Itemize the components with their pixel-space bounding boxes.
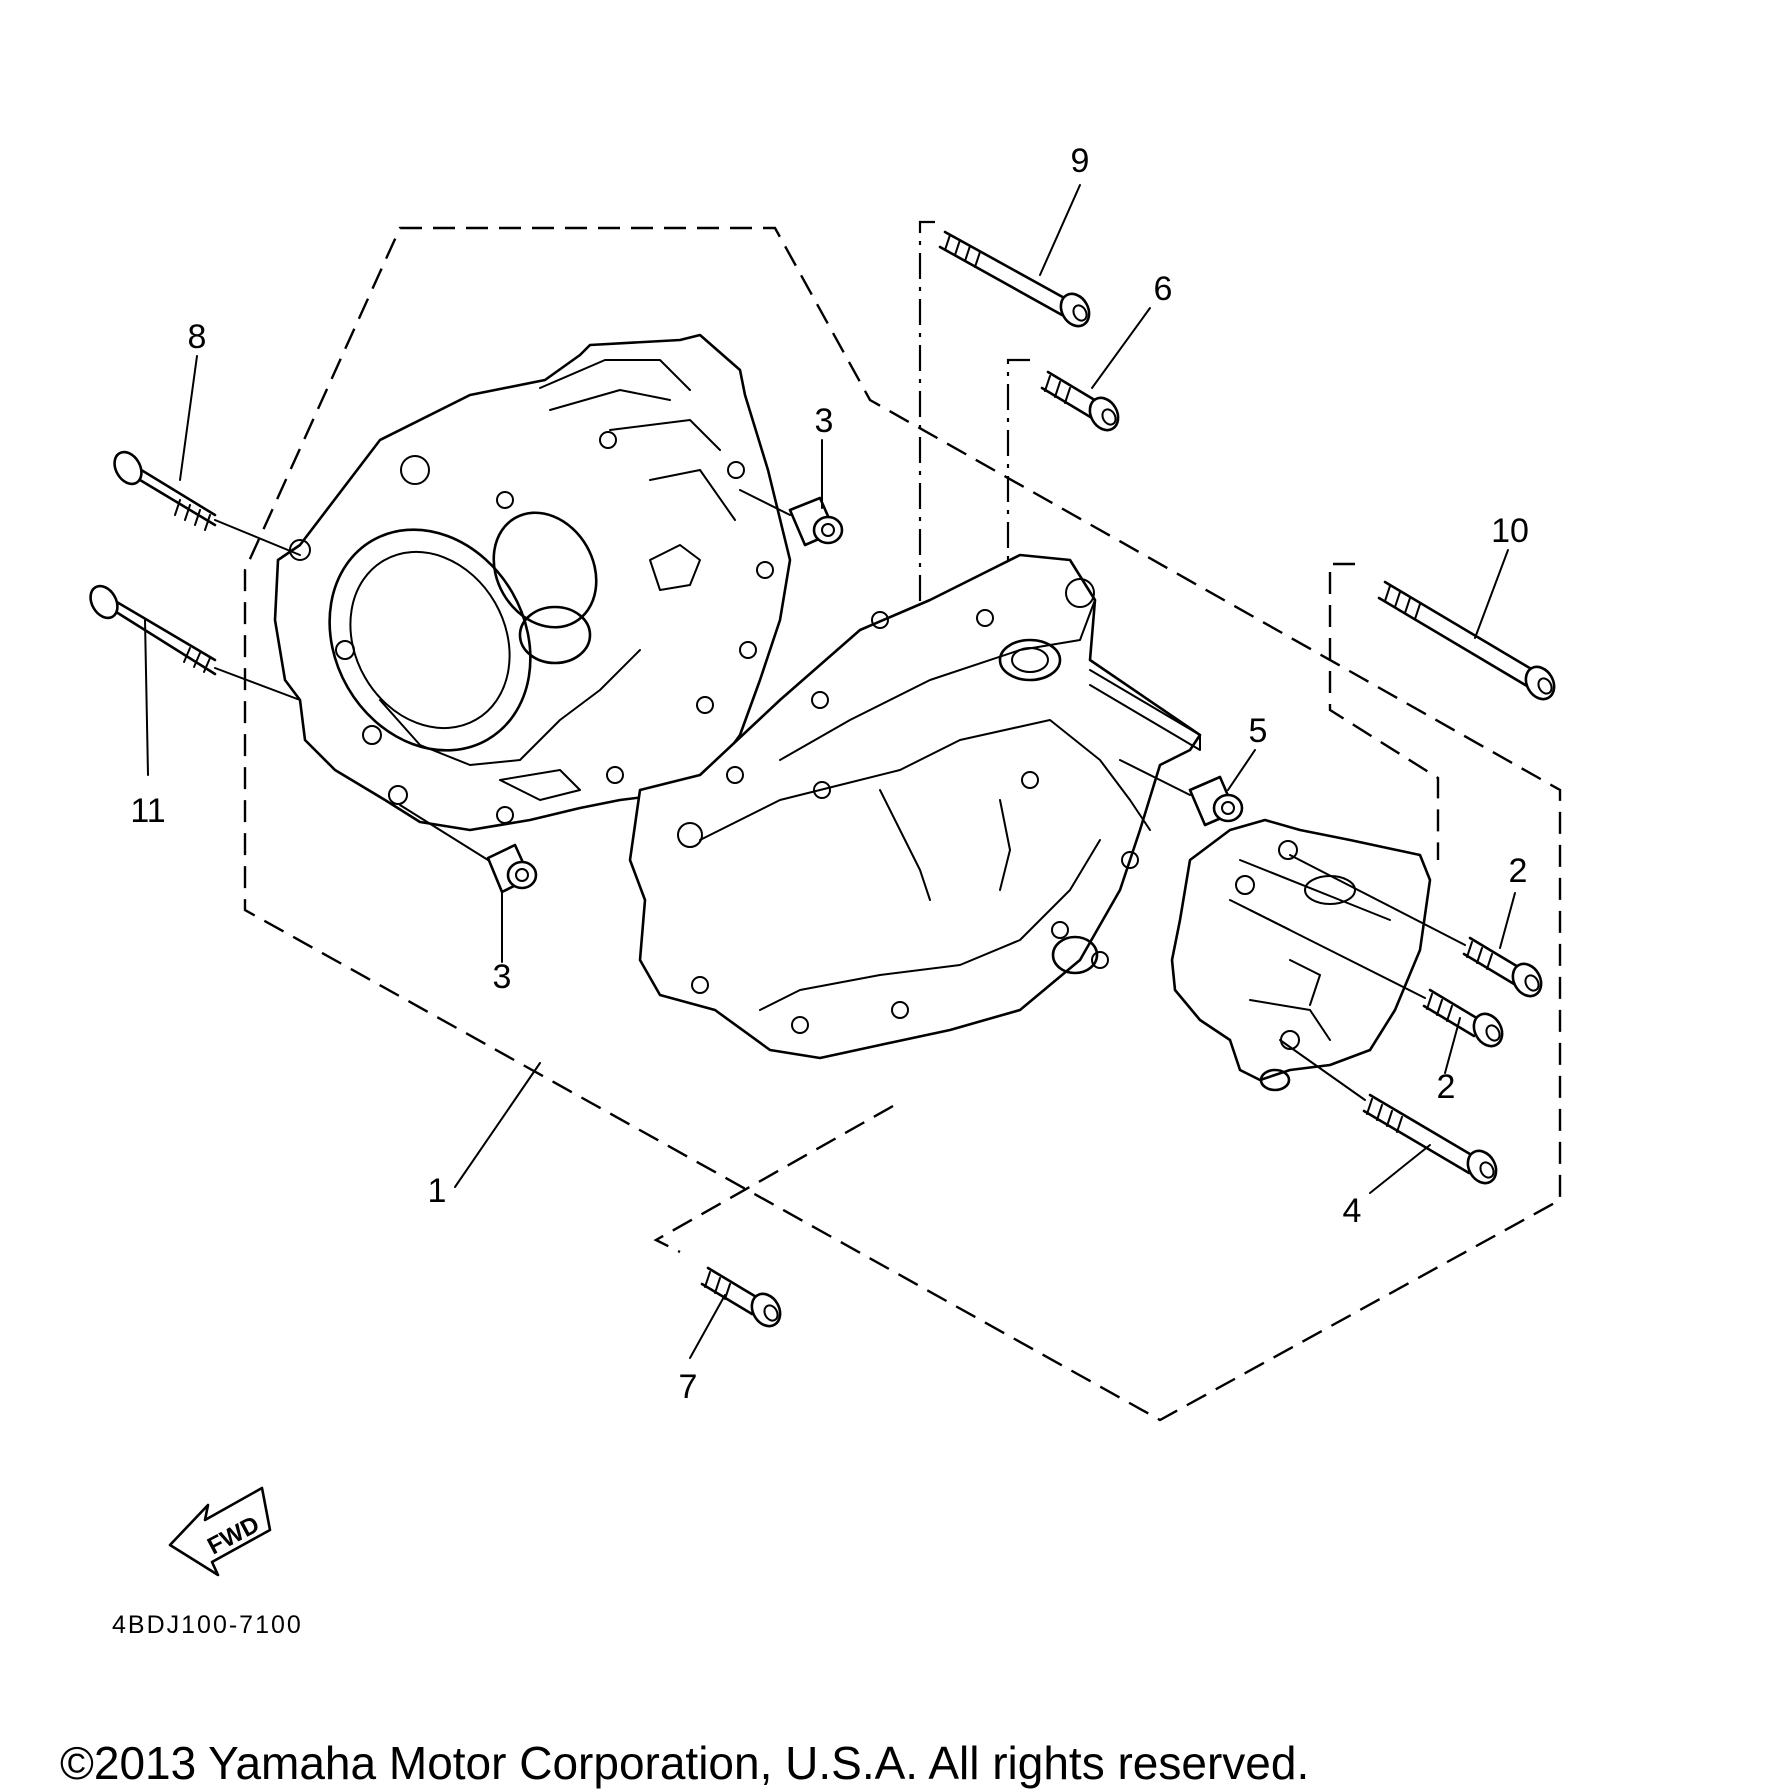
leader-7 bbox=[689, 1294, 726, 1359]
copyright-notice: ©2013 Yamaha Motor Corporation, U.S.A. A… bbox=[60, 1737, 1310, 1789]
diagram-code: 4BDJ100-7100 bbox=[112, 1611, 303, 1639]
bolt-8 bbox=[113, 450, 217, 531]
callout-1: 1 bbox=[428, 1172, 447, 1210]
right-crankcase-half bbox=[628, 553, 1202, 1060]
bolt-10-bracket bbox=[1328, 562, 1440, 860]
callout-3-lower: 3 bbox=[493, 958, 512, 996]
leader-5 bbox=[1227, 749, 1256, 791]
leader-2-upper bbox=[1499, 892, 1516, 949]
bolt-6-bracket bbox=[1006, 358, 1030, 600]
callout-9: 9 bbox=[1071, 142, 1090, 180]
callout-2-upper: 2 bbox=[1509, 852, 1528, 890]
callout-5: 5 bbox=[1249, 712, 1268, 750]
bolt-4 bbox=[1362, 1093, 1498, 1185]
bolt-7-bracket bbox=[653, 1104, 894, 1254]
left-crankcase-half bbox=[273, 333, 792, 832]
callout-4: 4 bbox=[1343, 1192, 1362, 1230]
dowel-upper-axis bbox=[739, 489, 791, 516]
bolt-9 bbox=[938, 230, 1091, 328]
fwd-arrow-icon: FWD bbox=[168, 1486, 272, 1577]
bolt-11-axis bbox=[214, 667, 301, 701]
dowel-pin-5 bbox=[1188, 775, 1244, 827]
callout-11: 11 bbox=[130, 792, 165, 830]
leader-4 bbox=[1369, 1144, 1431, 1194]
bolt-2-lower bbox=[1422, 988, 1504, 1048]
leader-8 bbox=[179, 355, 198, 481]
bolt-4-axis bbox=[1279, 1039, 1366, 1101]
callout-6: 6 bbox=[1154, 270, 1173, 308]
leader-1 bbox=[454, 1062, 541, 1188]
bolt-11 bbox=[89, 584, 217, 676]
leader-9 bbox=[1039, 184, 1081, 276]
callout-8: 8 bbox=[188, 318, 207, 356]
callout-7: 7 bbox=[679, 1368, 698, 1406]
leader-10 bbox=[1474, 549, 1509, 639]
dowel-5-axis bbox=[1119, 759, 1191, 796]
assembly-boundary bbox=[243, 226, 1562, 1422]
leader-11 bbox=[144, 619, 149, 776]
leader-6 bbox=[1091, 307, 1151, 389]
bolt-8-axis bbox=[214, 519, 301, 556]
dowel-pin-3-upper bbox=[788, 496, 844, 547]
dowel-pin-3-lower bbox=[486, 843, 538, 894]
bolt-9-bracket bbox=[918, 220, 935, 735]
callout-2-lower: 2 bbox=[1437, 1068, 1456, 1106]
bolt-6 bbox=[1040, 370, 1120, 432]
bolt-10 bbox=[1377, 580, 1556, 701]
bolt-7 bbox=[700, 1266, 782, 1328]
bolt-2-axis bbox=[1249, 854, 1466, 999]
bolt-2-upper bbox=[1462, 936, 1543, 998]
callout-3-upper: 3 bbox=[815, 402, 834, 440]
dowel-lower-axis bbox=[399, 804, 489, 861]
callout-10: 10 bbox=[1491, 512, 1529, 550]
leader-2-lower bbox=[1444, 1017, 1461, 1074]
